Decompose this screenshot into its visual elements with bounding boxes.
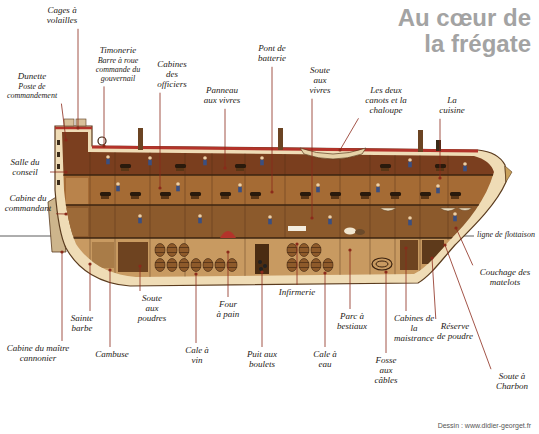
part-label: Cale à vin [185, 346, 209, 366]
leader-dot [102, 144, 105, 147]
leader-dot [338, 148, 341, 151]
part-label: Salle du conseil [3, 158, 47, 178]
part-label: Soute aux vivres [303, 66, 337, 96]
part-label: Fosse aux câbles [369, 356, 403, 386]
leader-dot [430, 256, 433, 259]
leader-dot [64, 212, 67, 215]
leader-line [297, 244, 298, 285]
part-label: Cale à eau [310, 350, 340, 370]
leader-line [62, 252, 63, 341]
part-label: Dunette [18, 72, 47, 82]
part-label: Réserve de poudre [436, 322, 474, 342]
leader-line [90, 264, 91, 311]
leader-line [110, 270, 111, 347]
leader-line [228, 252, 229, 297]
leader-line [445, 245, 491, 369]
part-label: Timonerie [100, 46, 137, 56]
part-label: ligne de flottaison [477, 231, 535, 240]
part-label: Les deux canots et la chaloupe [360, 86, 412, 116]
leader-line [225, 109, 226, 168]
leader-dot [404, 246, 407, 249]
leader-dot [270, 190, 273, 193]
leader-line [104, 86, 105, 146]
part-label: La cuisine [436, 96, 468, 116]
leader-dot [443, 243, 446, 246]
leader-dot [88, 262, 91, 265]
part-label: Barre à roue commande du gouvernail [93, 57, 143, 83]
part-label: Parc à bestiaux [332, 312, 372, 332]
part-label: Sainte barbe [65, 314, 99, 334]
leader-line [456, 228, 473, 265]
credit-caption: Dessin : www.didier-georget.fr [438, 422, 531, 429]
leader-dot [108, 268, 111, 271]
part-label: Soute à Charbon [492, 372, 532, 392]
leader-dot [260, 270, 263, 273]
part-label: Panneau aux vivres [201, 86, 243, 106]
leader-dot [223, 166, 226, 169]
leader-dot [158, 186, 161, 189]
leader-dot [64, 170, 67, 173]
part-label: Cambuse [95, 350, 129, 360]
leader-line [78, 29, 79, 128]
leader-dot [454, 226, 457, 229]
leader-dot [384, 270, 387, 273]
part-label: Cabine du commandant [3, 194, 53, 214]
leader-line [50, 172, 66, 173]
leader-line [386, 272, 387, 353]
part-label: Puit aux boulets [245, 350, 279, 370]
leader-line [262, 272, 263, 347]
part-label: Infirmerie [279, 288, 316, 298]
part-label: Poste de commandement [3, 83, 61, 101]
leader-line [272, 67, 273, 192]
title: Au cœur de la frégate [381, 5, 531, 58]
leader-line [325, 273, 326, 347]
part-label: Soute aux poudres [135, 294, 169, 324]
leader-line [61, 104, 66, 140]
part-label: Cabine du maître cannonier [5, 344, 71, 364]
leader-line [432, 258, 436, 319]
leader-dot [64, 138, 67, 141]
leader-line [440, 119, 441, 178]
part-label: Cabines des officiers [153, 60, 191, 90]
leader-dot [323, 271, 326, 274]
leader-dot [310, 216, 313, 219]
part-label: Pont de batterie [256, 44, 288, 64]
leader-line [140, 266, 141, 291]
leader-line [160, 93, 161, 188]
leader-line [340, 118, 359, 150]
leader-dot [138, 264, 141, 267]
leader-line [312, 99, 313, 218]
leader-line [196, 274, 197, 343]
leader-dot [295, 242, 298, 245]
part-label: Four à pain [216, 300, 240, 320]
leader-dot [438, 176, 441, 179]
part-label: Cages à volailles [45, 6, 79, 26]
leader-dot [348, 248, 351, 251]
leader-line [406, 248, 407, 311]
leader-dot [226, 250, 229, 253]
leader-dot [76, 126, 79, 129]
leader-dot [194, 272, 197, 275]
part-label: Cabines de la maistrance [390, 314, 438, 344]
leader-dot [60, 250, 63, 253]
part-label: Couchage des matelots [474, 268, 536, 288]
leader-line [350, 250, 351, 309]
